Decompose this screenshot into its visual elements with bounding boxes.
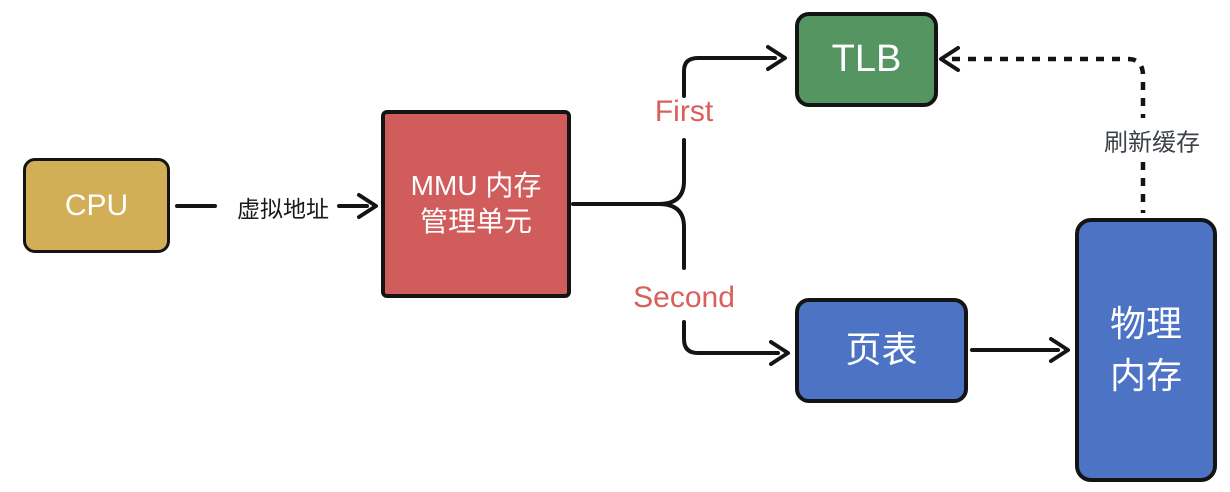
tlb-node: TLB xyxy=(795,12,938,107)
refresh-cache-arrowhead-icon xyxy=(939,46,960,72)
page-table-node-label: 页表 xyxy=(845,329,918,371)
second-branch-label: Second xyxy=(633,281,735,314)
page-table-to-memory-arrowhead-icon xyxy=(1049,337,1070,363)
page-table-node: 页表 xyxy=(795,298,968,403)
virtual-address-label: 虚拟地址 xyxy=(237,196,329,222)
physical-memory-node-label-line2: 内存 xyxy=(1109,355,1182,396)
first-branch-label: First xyxy=(654,95,714,128)
refresh-cache-label: 刷新缓存 xyxy=(1104,129,1200,157)
virtual-address-arrowhead-icon xyxy=(357,193,378,219)
cpu-node-label: CPU xyxy=(64,189,129,222)
cpu-node: CPU xyxy=(23,158,170,253)
mmu-node: MMU 内存 管理单元 xyxy=(381,110,571,298)
second-to-page-table-arrow-line xyxy=(682,320,780,355)
fork-up-branch-line xyxy=(657,138,686,206)
first-to-tlb-arrowhead-icon xyxy=(766,45,787,71)
refresh-cache-dashed-line-top xyxy=(952,56,1146,118)
mmu-node-label-line2: 管理单元 xyxy=(419,206,532,237)
first-to-tlb-arrow-line xyxy=(682,56,777,98)
tlb-node-label: TLB xyxy=(831,37,902,80)
fork-down-branch-line xyxy=(657,202,686,270)
physical-memory-node-label-line1: 物理 xyxy=(1109,302,1182,344)
mmu-node-label-line1: MMU 内存 xyxy=(410,169,542,201)
second-to-page-table-arrowhead-icon xyxy=(769,340,790,366)
physical-memory-node: 物理 内存 xyxy=(1075,218,1217,482)
